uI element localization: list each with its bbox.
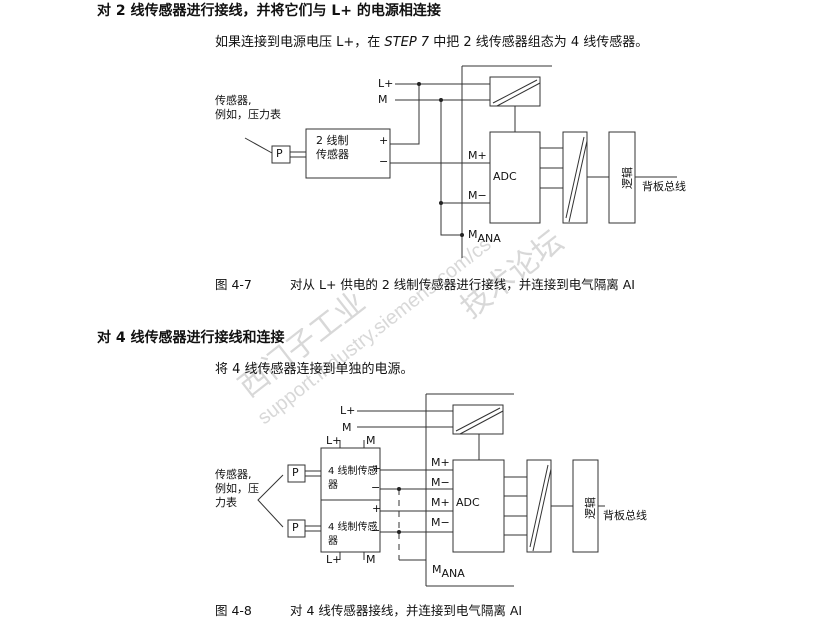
minus-terminal: −	[371, 524, 381, 537]
text: ANA	[477, 232, 501, 245]
pressure-sensor-p: P	[292, 466, 299, 479]
minus-terminal: −	[371, 481, 381, 494]
paragraph: 将 4 线传感器连接到单独的电源。	[215, 362, 414, 377]
sensor-label: 力表	[215, 496, 237, 509]
plus-terminal: +	[379, 134, 389, 147]
logic-label: 逻辑	[584, 497, 597, 519]
mplus-label: M+	[431, 496, 450, 509]
adc-label: ADC	[456, 496, 480, 509]
logic-label: 逻辑	[621, 167, 634, 189]
backplane-bus-label: 背板总线	[642, 180, 686, 193]
mplus-label: M+	[431, 456, 450, 469]
mminus-label: M−	[431, 516, 450, 529]
plus-terminal: +	[372, 462, 382, 475]
figure-caption: 对 4 线传感器接线，并连接到电气隔离 AI	[290, 603, 523, 618]
paragraph: 如果连接到电源电压 L+，在 STEP 7 中把 2 线传感器组态为 4 线传感…	[215, 31, 648, 50]
pressure-sensor-p: P	[276, 147, 283, 160]
mminus-label: M−	[431, 476, 450, 489]
mminus-label: M−	[468, 189, 487, 202]
lplus-label: L+	[378, 77, 394, 90]
m-label: M	[366, 434, 376, 447]
sensor-box-label: 器	[328, 480, 338, 491]
m-label: M	[366, 553, 376, 566]
lplus-label: L+	[326, 553, 342, 566]
adc-label: ADC	[493, 170, 517, 183]
text: 如果连接到电源电压 L+，在	[215, 35, 385, 50]
section-heading: 对 4 线传感器进行接线和连接	[97, 330, 285, 346]
lplus-label: L+	[326, 434, 342, 447]
text: STEP 7	[384, 35, 430, 50]
pressure-sensor-p: P	[292, 521, 299, 534]
lplus-label: L+	[340, 404, 356, 417]
backplane-bus-label: 背板总线	[603, 509, 647, 522]
sensor-box-label: 4 线制传感	[328, 466, 378, 477]
sensor-box-label: 器	[328, 536, 338, 547]
figure-caption: 对从 L+ 供电的 2 线制传感器进行接线，并连接到电气隔离 AI	[290, 277, 635, 292]
mplus-label: M+	[468, 149, 487, 162]
text: M	[432, 563, 442, 576]
mana-label: MANA	[468, 228, 501, 245]
sensor-box-label: 2 线制	[316, 134, 349, 147]
sensor-label: 例如，压	[215, 482, 259, 495]
m-label: M	[378, 93, 388, 106]
figure-caption-number: 图 4-7	[215, 277, 252, 292]
sensor-box-label: 4 线制传感	[328, 522, 378, 533]
figure-4-7-diagram	[244, 65, 677, 258]
minus-terminal: −	[379, 155, 389, 168]
sensor-label: 传感器,	[215, 94, 252, 107]
text: M	[468, 228, 478, 241]
plus-terminal: +	[372, 502, 382, 515]
figure-4-8-diagram	[257, 393, 605, 587]
m-label: M	[342, 421, 352, 434]
sensor-label: 传感器,	[215, 468, 252, 481]
sensor-label: 例如，压力表	[215, 108, 281, 121]
section-heading: 对 2 线传感器进行接线，并将它们与 L+ 的电源相连接	[97, 3, 441, 19]
text: 中把 2 线传感器组态为 4 线传感器。	[429, 35, 649, 50]
sensor-box-label: 传感器	[316, 148, 349, 161]
text: ANA	[441, 567, 465, 580]
figure-caption-number: 图 4-8	[215, 603, 252, 618]
mana-label: MANA	[432, 563, 465, 580]
